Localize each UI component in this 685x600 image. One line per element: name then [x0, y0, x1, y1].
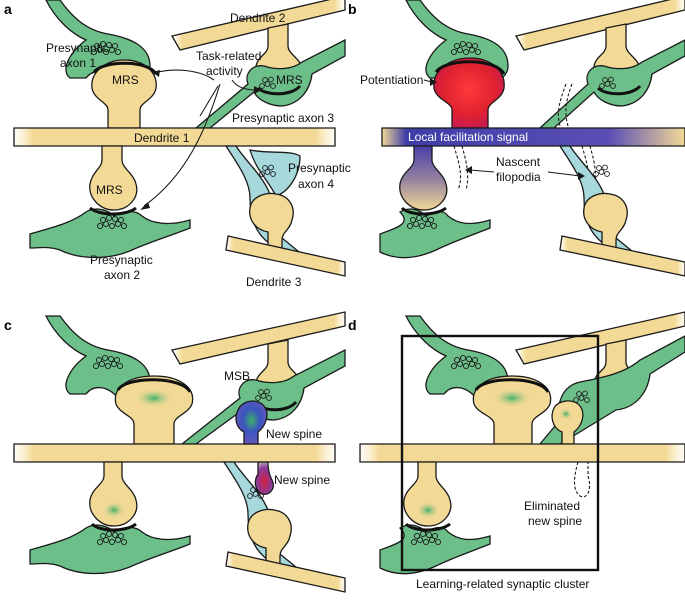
- label-axon-1-line1: Presynaptic: [46, 41, 109, 55]
- new-spine-lower: [254, 461, 274, 495]
- panel-b: b Local facilitation signal: [348, 0, 685, 277]
- label-dendrite-3: Dendrite 3: [246, 275, 302, 289]
- label-msb: MSB: [224, 369, 250, 383]
- label-eliminated-line1: Eliminated: [524, 499, 580, 513]
- label-filopodia-line2: filopodia: [496, 170, 541, 184]
- panel-b-letter: b: [348, 1, 357, 17]
- panel-d: d Eliminated new spine Learning-related …: [348, 311, 685, 591]
- label-filopodia-line1: Nascent: [496, 155, 541, 169]
- presynaptic-axon-2-d: [379, 524, 491, 575]
- label-axon-4-line2: axon 4: [298, 177, 334, 191]
- label-dendrite-1: Dendrite 1: [134, 131, 190, 145]
- panel-a: a MRS MRS: [4, 0, 351, 289]
- presynaptic-axon-2: [29, 208, 191, 259]
- eliminated-spine-outline: [573, 461, 591, 498]
- presynaptic-axon-3: [194, 38, 346, 129]
- potentiated-spine: [433, 57, 505, 129]
- activity-arrow-axon-2: [143, 83, 221, 207]
- dendrite-3-shaft: [225, 235, 346, 277]
- mrs-spine-bottom: [89, 145, 138, 211]
- local-facilitation-signal: [381, 127, 685, 147]
- mrs-label-bottom: MRS: [96, 183, 123, 197]
- activity-arrow-axon-1: [199, 85, 219, 117]
- nascent-filopodium-1: [557, 83, 567, 127]
- panel-c: c MSB New spine New spine: [4, 311, 346, 593]
- potentiated-spine-c: [114, 375, 194, 445]
- label-potentiation: Potentiation: [360, 73, 423, 87]
- nascent-filopodium-2: [453, 145, 462, 191]
- panel-d-letter: d: [348, 317, 357, 333]
- label-new-spine-lower: New spine: [274, 473, 330, 487]
- label-cluster: Learning-related synaptic cluster: [416, 577, 589, 591]
- panel-a-letter: a: [4, 1, 12, 17]
- label-activity-line1: Task-related: [196, 49, 261, 63]
- label-axon-4-line1: Presynaptic: [288, 161, 351, 175]
- dendrite-2-shaft: [171, 0, 346, 51]
- potentiated-spine-d: [472, 375, 552, 445]
- label-facilitation: Local facilitation signal: [408, 130, 528, 144]
- mrs-label-dendrite-2: MRS: [276, 73, 303, 87]
- mrs-spine-top: [91, 59, 157, 129]
- facilitated-spine: [399, 145, 448, 211]
- activity-arrow-axon-3: [231, 79, 257, 91]
- label-axon-2-line2: axon 2: [104, 268, 140, 282]
- panel-c-letter: c: [4, 317, 12, 333]
- label-axon-1-line2: axon 1: [60, 56, 96, 70]
- dendrite-3-spine: [249, 192, 294, 253]
- label-dendrite-2: Dendrite 2: [230, 11, 286, 25]
- presynaptic-axon-2-b: [379, 208, 491, 259]
- mrs-label-top: MRS: [112, 73, 139, 87]
- presynaptic-axon-2-c: [29, 524, 191, 575]
- dendrite-1-shaft: [13, 127, 336, 147]
- new-spine-upper: [235, 400, 268, 445]
- label-axon-2-line1: Presynaptic: [90, 253, 153, 267]
- label-axon-3: Presynaptic axon 3: [232, 111, 334, 125]
- label-new-spine-upper: New spine: [266, 427, 322, 441]
- label-eliminated-line2: new spine: [528, 514, 582, 528]
- label-activity-line2: activity: [206, 64, 243, 78]
- synaptic-cluster-box: [400, 334, 600, 572]
